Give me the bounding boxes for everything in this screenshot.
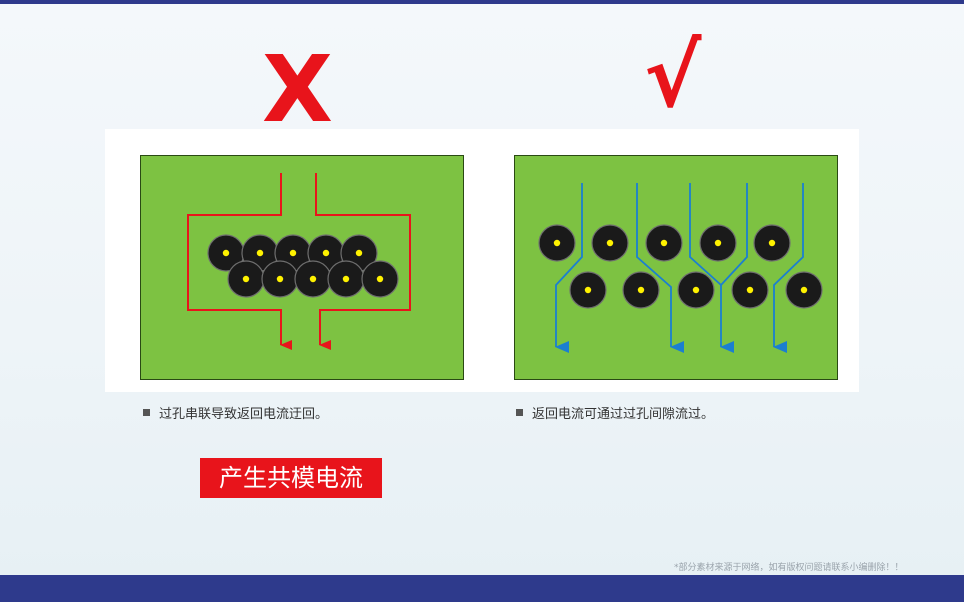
caption-text: 返回电流可通过过孔间隙流过。 bbox=[532, 407, 715, 422]
via bbox=[731, 271, 769, 309]
via-grid bbox=[538, 224, 823, 309]
caption-series-vias: 过孔串联导致返回电流迂回。 bbox=[143, 403, 328, 422]
via bbox=[677, 271, 715, 309]
via bbox=[294, 260, 332, 298]
copyright-footnote: *部分素材来源于网络，如有版权问题请联系小编删除！！ bbox=[674, 563, 904, 573]
via bbox=[569, 271, 607, 309]
return-path-left bbox=[187, 173, 292, 350]
return-path bbox=[636, 183, 684, 353]
return-path-right bbox=[315, 173, 411, 350]
caption-text: 过孔串联导致返回电流迂回。 bbox=[159, 407, 329, 422]
via bbox=[327, 260, 365, 298]
via bbox=[699, 224, 737, 262]
bottom-accent-bar bbox=[0, 575, 964, 602]
via bbox=[785, 271, 823, 309]
caption-spaced-vias: 返回电流可通过过孔间隙流过。 bbox=[516, 403, 714, 422]
return-path bbox=[689, 183, 734, 353]
board-series-vias bbox=[140, 155, 464, 380]
via bbox=[227, 260, 265, 298]
return-paths-blue bbox=[555, 183, 804, 353]
board-spaced-vias bbox=[514, 155, 838, 380]
bullet-icon bbox=[143, 409, 150, 416]
bullet-icon bbox=[516, 409, 523, 416]
top-accent-bar bbox=[0, 0, 964, 4]
via-cluster bbox=[207, 234, 399, 298]
via bbox=[538, 224, 576, 262]
return-path bbox=[555, 183, 583, 353]
via bbox=[622, 271, 660, 309]
via bbox=[261, 260, 299, 298]
via bbox=[207, 234, 245, 272]
via bbox=[361, 260, 399, 298]
via bbox=[591, 224, 629, 262]
correct-mark: √ bbox=[644, 27, 702, 127]
return-path bbox=[773, 183, 804, 353]
via bbox=[645, 224, 683, 262]
return-path bbox=[720, 183, 748, 286]
common-mode-current-badge: 产生共模电流 bbox=[200, 458, 382, 498]
wrong-mark: X bbox=[262, 36, 333, 143]
via bbox=[753, 224, 791, 262]
